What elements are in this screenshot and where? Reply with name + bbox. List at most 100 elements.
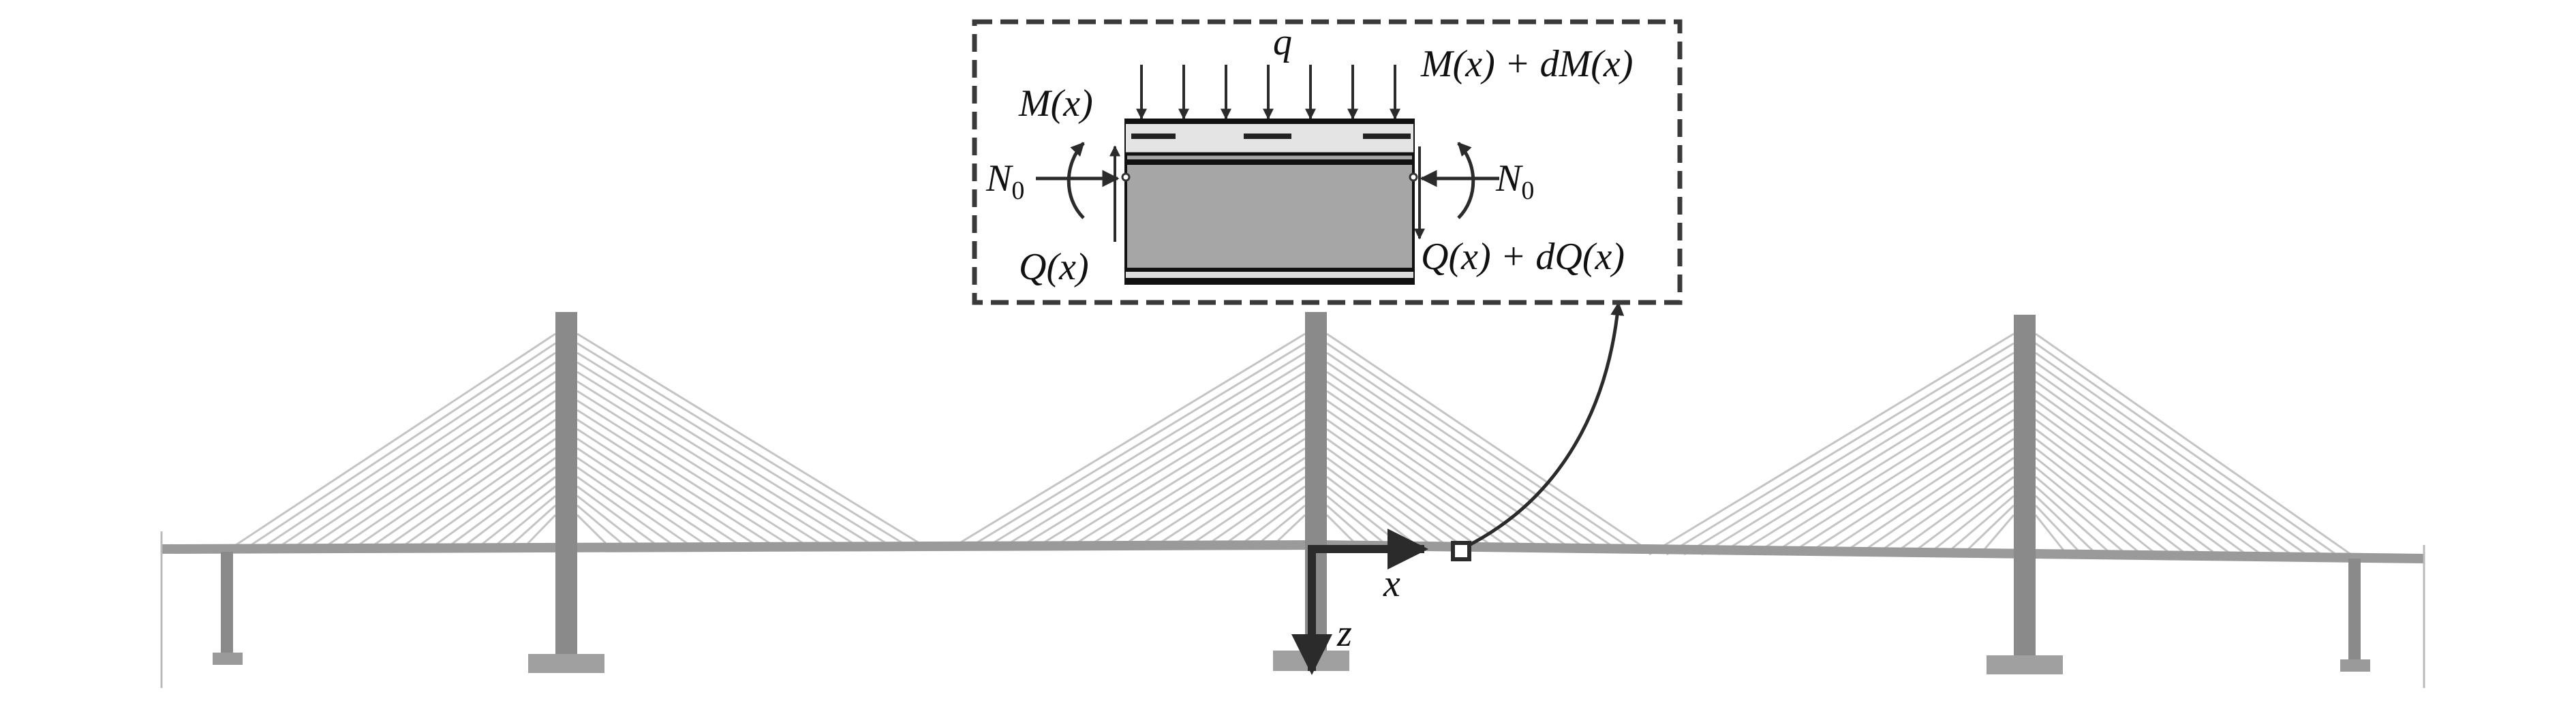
stay-cable [461,475,556,549]
stay-cable [1326,437,1479,548]
stay-cable [577,485,661,549]
moment-left-label: M(x) [1018,82,1093,125]
stay-cable [1857,447,2014,556]
moment-right-arc [1457,142,1475,219]
stay-cable [1326,428,1494,548]
stay-cable [1892,466,2014,556]
stay-cables [231,332,2352,556]
stay-cable [577,437,744,549]
stay-cable [1718,371,2014,556]
stay-cable [1137,437,1306,548]
moment-left-arc [1067,142,1085,219]
stay-cable [476,485,556,549]
stay-cable [1326,475,1419,548]
stay-cable [507,504,557,549]
stay-cable [2035,437,2188,556]
stay-cable [262,352,556,549]
stay-cable [2034,495,2098,556]
stay-cable [577,361,878,549]
stay-cable [577,418,778,549]
stay-cable [277,361,556,549]
tower-right [1987,315,2063,674]
stay-cable [323,390,556,549]
stay-cable [1326,380,1569,548]
stay-cable [1020,371,1306,548]
stay-cable [1204,475,1306,548]
stay-cable [970,342,1306,548]
stay-cable [577,380,844,549]
stay-cable [2035,380,2278,556]
free-body-inset: q M(x) + dM(x) M(x) N0 N0 Q(x) Q(x) + dQ… [972,19,1683,305]
stay-cable [231,332,556,549]
stay-cable [292,371,556,549]
stay-cable [246,342,556,549]
stay-cable [1326,495,1389,548]
x-axis-label: x [1383,563,1400,605]
stay-cable [1054,390,1306,548]
stay-cable [1910,475,2014,556]
stay-cable [1753,390,2014,556]
stay-cable [1326,352,1613,548]
beam-element [1121,119,1418,285]
stay-cable [2034,514,2068,555]
stay-cable [2035,456,2158,556]
stay-cable [354,409,556,549]
stay-cable [1927,485,2014,556]
stay-cable [1187,466,1306,548]
stay-cable [1944,495,2014,556]
stay-cable [1326,447,1464,548]
coordinate-axes: x z [1291,529,1428,675]
leader-arrow [1468,302,1625,547]
stay-cable [1683,352,2014,556]
stay-cable [1071,399,1306,548]
stay-cable [1735,380,2014,556]
stay-cable [1326,504,1374,548]
stay-cable [2034,485,2113,556]
stay-cable [1120,428,1306,548]
end-pier-right [2340,559,2370,672]
stay-cable [577,475,678,549]
stay-cable [307,380,556,549]
stay-cable [577,390,828,549]
stay-cable [492,495,556,549]
stay-cable [577,352,894,549]
stay-cable [2034,504,2083,556]
stay-cable [1087,409,1306,548]
stay-cable [2035,342,2337,556]
axial-right-label: N0 [1495,157,1534,205]
stay-cable [2035,361,2307,556]
stay-cable [1805,418,2014,556]
stay-cable [2035,352,2322,556]
stay-cable [987,352,1306,548]
stay-cable [2035,332,2352,556]
stay-cable [2035,475,2128,556]
axial-right-symbol: N [1495,157,1523,200]
axial-right-subscript: 0 [1521,176,1534,205]
stay-cable [369,418,556,549]
stay-cable [1154,447,1306,548]
stay-cable [2035,466,2143,556]
stay-cable [1171,456,1306,548]
stay-cable [1700,361,2014,556]
distributed-load [1136,65,1400,120]
stay-cable [1788,409,2014,556]
shear-left-label: Q(x) [1019,246,1089,288]
stay-cable [1326,332,1643,548]
stay-cable [1037,380,1306,548]
stay-cable [1238,495,1306,548]
stay-cable [523,514,557,549]
stay-cable [577,399,811,549]
stay-cable [2035,428,2203,556]
stay-cable [1104,418,1306,548]
stay-cable [1221,485,1306,548]
stay-cable [577,504,628,549]
axial-left-symbol: N [985,157,1013,200]
stay-cable [400,437,556,549]
stay-cable [384,428,556,549]
stay-cable [1003,361,1306,548]
stay-cable [2035,390,2263,556]
tower-left [528,312,604,673]
stay-cable [1770,399,2014,556]
stay-cable [2035,399,2248,556]
